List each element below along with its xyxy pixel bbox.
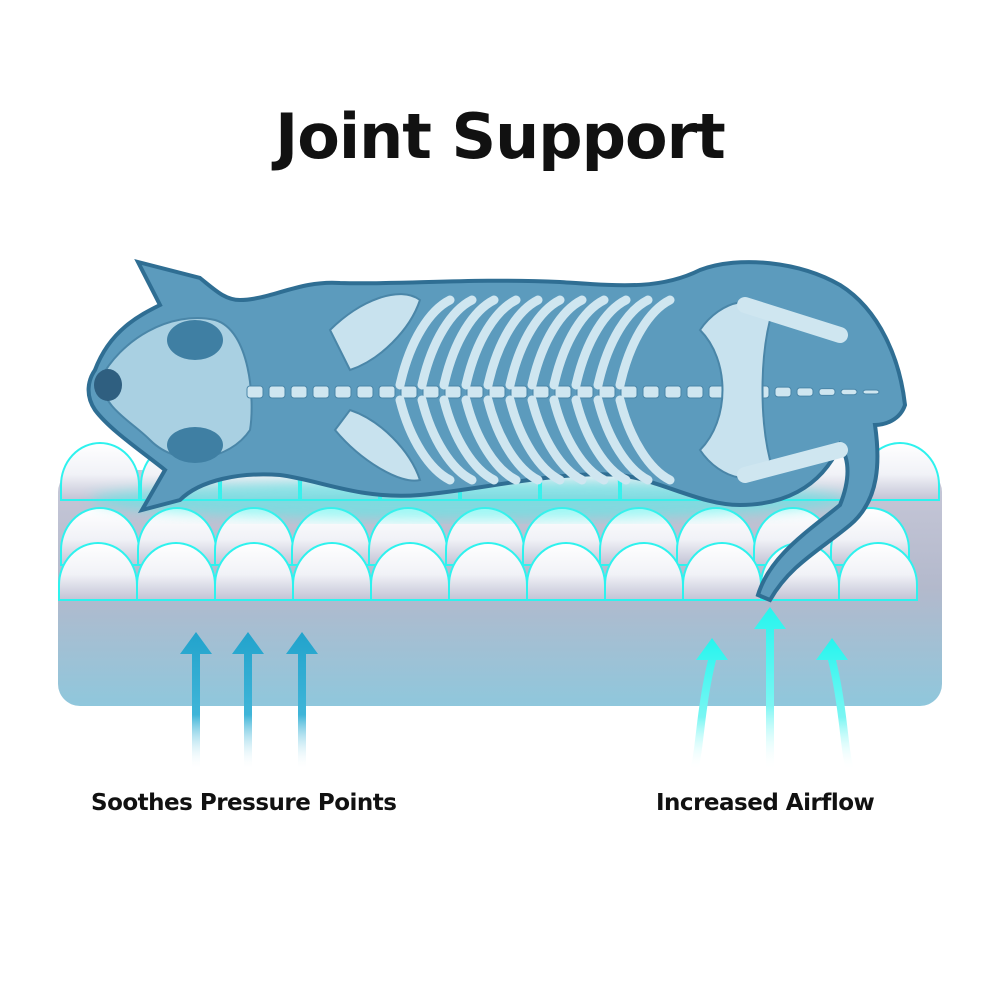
rib xyxy=(615,395,675,485)
vertebra xyxy=(312,385,330,399)
foam-bubble xyxy=(292,542,372,601)
hind-legs xyxy=(737,297,848,483)
vertebra xyxy=(356,385,374,399)
foam-bubble xyxy=(136,542,216,601)
vertebra xyxy=(246,385,264,399)
vertebra xyxy=(620,385,638,399)
vertebra xyxy=(818,388,836,396)
vertebra xyxy=(554,385,572,399)
rib xyxy=(527,295,587,390)
rib xyxy=(571,395,631,485)
vertebra xyxy=(664,385,682,399)
rib xyxy=(395,295,455,390)
vertebra xyxy=(598,385,616,399)
spine xyxy=(246,385,880,399)
rib xyxy=(439,295,499,390)
foam-bubble xyxy=(604,542,684,601)
rib xyxy=(527,395,587,485)
airflow-arrows xyxy=(690,607,854,770)
rib xyxy=(593,395,653,485)
shoulder-blade xyxy=(333,408,422,482)
arrow-up-icon xyxy=(286,632,318,770)
rib xyxy=(593,295,653,390)
pressure-arrows xyxy=(180,632,318,770)
ribcage xyxy=(395,295,675,485)
vertebra xyxy=(686,385,704,399)
rib xyxy=(549,395,609,485)
rib xyxy=(505,295,565,390)
vertebra xyxy=(576,385,594,399)
arrow-up-icon xyxy=(690,638,728,770)
vertebra xyxy=(466,385,484,399)
vertebra xyxy=(334,385,352,399)
foam-bubble xyxy=(370,542,450,601)
vertebra xyxy=(290,385,308,399)
rib xyxy=(461,295,521,390)
soothes-pressure-points-label: Soothes Pressure Points xyxy=(91,790,397,816)
rib xyxy=(395,395,455,485)
vertebra xyxy=(774,386,792,398)
foam-bubble xyxy=(838,542,918,601)
arrow-up-icon xyxy=(754,607,786,770)
rib xyxy=(483,295,543,390)
vertebra xyxy=(532,385,550,399)
foam-bubble xyxy=(214,542,294,601)
rib xyxy=(439,395,499,485)
vertebra xyxy=(862,389,880,395)
arrow-up-icon xyxy=(180,632,212,770)
vertebra xyxy=(422,385,440,399)
page-title: Joint Support xyxy=(275,100,726,173)
foam-bubble xyxy=(682,542,762,601)
vertebra xyxy=(268,385,286,399)
vertebra xyxy=(642,385,660,399)
rib xyxy=(505,395,565,485)
rib xyxy=(483,395,543,485)
arrow-up-icon xyxy=(816,638,854,770)
foam-bubble xyxy=(58,542,138,601)
increased-airflow-label: Increased Airflow xyxy=(656,790,875,816)
rib xyxy=(417,395,477,485)
vertebra xyxy=(400,385,418,399)
rib xyxy=(615,295,675,390)
vertebra xyxy=(796,387,814,397)
shoulder-blade xyxy=(328,293,422,372)
cat-skeleton xyxy=(86,258,908,603)
rib xyxy=(461,395,521,485)
vertebra xyxy=(510,385,528,399)
rib xyxy=(571,295,631,390)
vertebra xyxy=(444,385,462,399)
arrow-up-icon xyxy=(232,632,264,770)
vertebra xyxy=(840,388,858,396)
vertebra xyxy=(488,385,506,399)
rib xyxy=(417,295,477,390)
vertebra xyxy=(378,385,396,399)
foam-bubble xyxy=(448,542,528,601)
rib xyxy=(549,295,609,390)
foam-bubble xyxy=(526,542,606,601)
foam-bubble xyxy=(60,442,140,501)
